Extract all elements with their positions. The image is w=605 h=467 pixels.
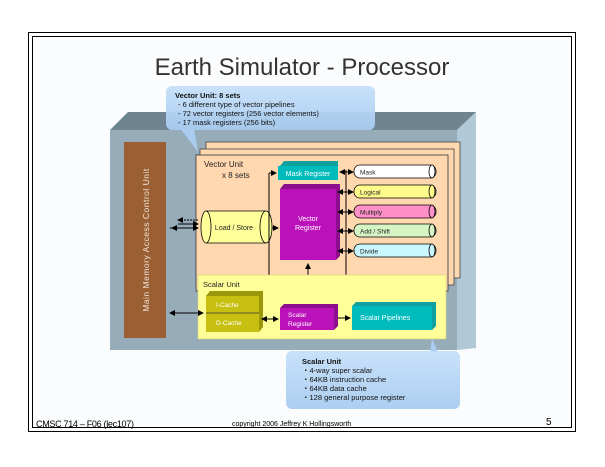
cache-block: I-Cache D-Cache (206, 291, 263, 332)
vector-unit-label: Vector Unit (204, 160, 244, 169)
scalar-callout-bullet: ・64KB data cache (302, 384, 367, 393)
footer-copyright: copyright 2006 Jeffrey K Hollingsworth (232, 421, 352, 428)
scalar-pipelines-label: Scalar Pipelines (360, 315, 411, 322)
pipeline-label: Mask (360, 170, 376, 177)
scalar-unit: Scalar Unit I-Cache D-Cache Scalar Regis… (169, 274, 447, 340)
vector-callout-bullet: - 6 different type of vector pipelines (178, 100, 295, 109)
vector-callout-bullet: - 17 mask registers (256 bits) (178, 118, 276, 127)
scalar-wiring (169, 310, 351, 322)
mask-register: Mask Register (278, 161, 338, 180)
scalar-unit-label: Scalar Unit (203, 280, 241, 289)
pipeline-label: Logical (360, 190, 381, 197)
load-store-unit: Load / Store (200, 210, 273, 244)
mask-register-label: Mask Register (286, 171, 331, 178)
scalar-callout-bullet: ・128 general purpose register (302, 393, 406, 402)
pipeline-logical: Logical (353, 184, 437, 199)
scalar-register: Scalar Register (280, 304, 338, 330)
slide-title: Earth Simulator - Processor (154, 54, 450, 81)
icache-label: I-Cache (216, 302, 239, 309)
scalar-pipelines: Scalar Pipelines (352, 302, 436, 330)
slide-outer-frame (28, 32, 576, 432)
pipeline-mask: Mask (353, 164, 437, 179)
vector-callout-bullet: - 72 vector registers (256 vector elemen… (178, 109, 319, 118)
scalar-callout-bullet: ・4-way super scalar (302, 366, 373, 375)
load-store-label: Load / Store (215, 225, 253, 232)
vector-register: Vector Register (280, 184, 340, 260)
pipeline-label: Divide (360, 249, 378, 256)
vector-callout-heading: Vector Unit: 8 sets (175, 91, 240, 100)
vector-unit-callout: Vector Unit: 8 sets - 6 different type o… (166, 86, 375, 152)
vector-register-label-2: Register (295, 225, 322, 232)
memory-unit-label: Main Memory Access Control Unit (141, 168, 151, 312)
chassis-side (457, 112, 476, 350)
footer-course: CMSC 714 – F06 (lec107) (36, 419, 134, 429)
pipeline-divide: Divide (353, 243, 437, 258)
scalar-callout-bullet: ・64KB instruction cache (302, 375, 386, 384)
vector-register-label-1: Vector (298, 216, 319, 223)
scalar-unit-callout: Scalar Unit ・4-way super scalar ・64KB in… (286, 338, 460, 409)
scalar-register-label-1: Scalar (288, 312, 307, 319)
vector-unit-sets: x 8 sets (222, 171, 250, 180)
main-memory-access-control-unit: Main Memory Access Control Unit (124, 142, 166, 338)
pipeline-multiply: Multiply (353, 204, 437, 219)
pipeline-label: Add / Shift (360, 229, 390, 236)
scalar-callout-heading: Scalar Unit (302, 357, 342, 366)
pipeline-add-shift: Add / Shift (353, 223, 437, 238)
scalar-register-label-2: Register (288, 321, 313, 328)
page-number: 5 (546, 417, 552, 428)
pipeline-label: Multiply (360, 210, 383, 217)
dcache-label: D-Cache (216, 320, 242, 327)
